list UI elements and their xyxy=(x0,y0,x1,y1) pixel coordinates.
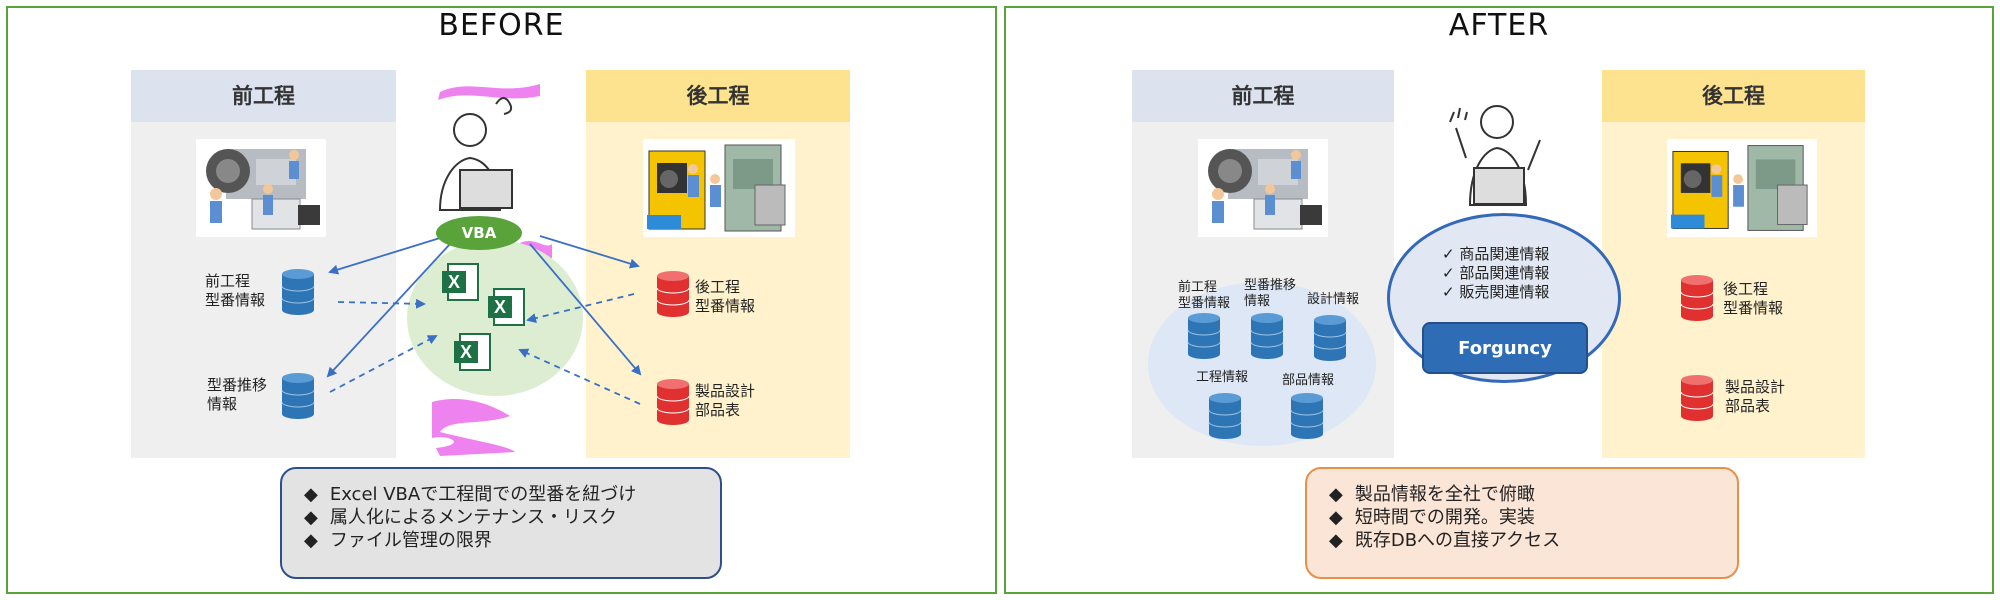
issue-item: ◆Excel VBAで工程間での型番を紐づけ xyxy=(304,484,637,505)
feature-checklist: ✓ 商品関連情報 ✓ 部品関連情報 ✓ 販売関連情報 xyxy=(1442,245,1549,302)
before-issues-box: ◆Excel VBAで工程間での型番を紐づけ ◆属人化によるメンテナンス・リスク… xyxy=(280,467,722,579)
after-db-label-bom: 製品設計部品表 xyxy=(1725,378,1786,415)
excel-file-icon: X xyxy=(454,333,491,371)
after-db-label-process: 工程情報 xyxy=(1196,370,1249,385)
after-db-label-pre-model: 前工程型番情報 xyxy=(1178,280,1231,311)
after-post-process-header: 後工程 xyxy=(1602,70,1865,122)
after-pre-process-header: 前工程 xyxy=(1132,70,1394,122)
happy-person-illustration xyxy=(1449,105,1541,206)
before-db-label-bom: 製品設計部品表 xyxy=(695,382,756,419)
svg-text:X: X xyxy=(460,342,472,362)
issue-item: ◆ファイル管理の限界 xyxy=(304,530,492,551)
pink-squiggle-bottom xyxy=(432,399,515,456)
diamond-bullet-icon: ◆ xyxy=(1329,507,1343,528)
after-db-label-design: 設計情報 xyxy=(1307,292,1360,307)
after-post-process-column: 後工程 xyxy=(1602,70,1865,458)
checklist-item: ✓ 販売関連情報 xyxy=(1442,283,1550,301)
after-benefits-box: ◆製品情報を全社で俯瞰 ◆短時間での開発。実装 ◆既存DBへの直接アクセス xyxy=(1305,467,1739,579)
excel-file-icon: X xyxy=(488,288,525,326)
database-icon xyxy=(281,373,315,419)
database-icon xyxy=(1680,375,1714,421)
factory-machine-illustration xyxy=(643,139,795,237)
after-db-label-parts: 部品情報 xyxy=(1282,373,1335,388)
after-db-label-model-history: 型番推移情報 xyxy=(1244,278,1297,309)
database-icon xyxy=(281,269,315,315)
checklist-item: ✓ 部品関連情報 xyxy=(1442,264,1550,282)
svg-text:X: X xyxy=(448,272,460,292)
press-machine-illustration xyxy=(196,139,326,237)
issue-item: ◆属人化によるメンテナンス・リスク xyxy=(304,507,617,528)
database-icon xyxy=(1290,393,1324,439)
benefit-item: ◆製品情報を全社で俯瞰 xyxy=(1329,484,1535,505)
vba-badge: VBA xyxy=(436,216,522,250)
diamond-bullet-icon: ◆ xyxy=(304,484,318,505)
diamond-bullet-icon: ◆ xyxy=(304,530,318,551)
database-icon xyxy=(656,379,690,425)
after-title: AFTER xyxy=(1448,8,1550,43)
database-icon xyxy=(1680,275,1714,321)
benefit-item: ◆短時間での開発。実装 xyxy=(1329,507,1535,528)
svg-text:X: X xyxy=(494,297,506,317)
database-icon xyxy=(1187,313,1221,359)
before-db-label-model-history: 型番推移情報 xyxy=(207,376,268,413)
before-db-label-pre-model: 前工程型番情報 xyxy=(205,272,266,309)
before-title: BEFORE xyxy=(438,8,565,43)
before-post-process-header: 後工程 xyxy=(586,70,850,122)
database-icon xyxy=(1208,393,1242,439)
pink-squiggle-top xyxy=(438,84,540,100)
forguncy-label: Forguncy xyxy=(1422,322,1588,374)
checklist-item: ✓ 商品関連情報 xyxy=(1442,245,1550,263)
benefit-item: ◆既存DBへの直接アクセス xyxy=(1329,530,1561,551)
diamond-bullet-icon: ◆ xyxy=(1329,484,1343,505)
before-db-label-post-model: 後工程型番情報 xyxy=(695,278,756,315)
diamond-bullet-icon: ◆ xyxy=(1329,530,1343,551)
worried-person-illustration xyxy=(438,97,513,211)
factory-machine-illustration xyxy=(1667,139,1817,237)
before-pre-process-header: 前工程 xyxy=(131,70,396,122)
database-icon xyxy=(656,271,690,317)
diamond-bullet-icon: ◆ xyxy=(304,507,318,528)
after-db-label-post-model: 後工程型番情報 xyxy=(1723,280,1784,317)
excel-file-icon: X xyxy=(442,263,479,301)
database-icon xyxy=(1313,315,1347,361)
database-icon xyxy=(1250,313,1284,359)
press-machine-illustration xyxy=(1198,139,1328,237)
